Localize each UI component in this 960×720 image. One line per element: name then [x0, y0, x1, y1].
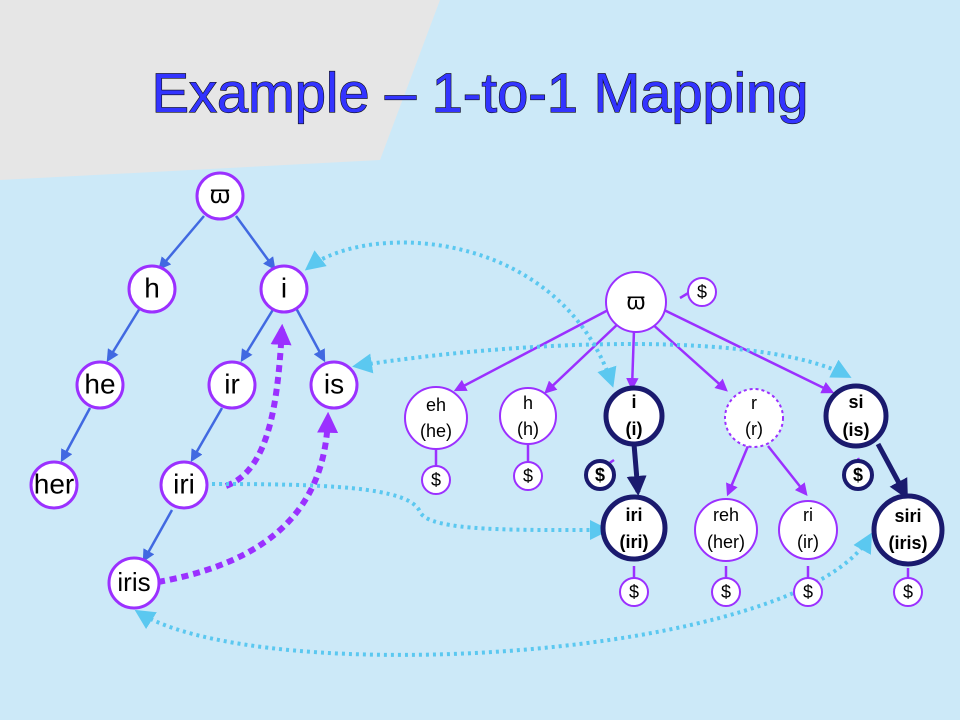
left-node-iris-label: iris	[117, 567, 150, 597]
right-terminal-reh: $	[711, 577, 741, 607]
right-terminal-si-label: $	[853, 465, 863, 485]
right-node-h: h (h)	[499, 387, 557, 445]
right-tree-nodes: ϖ $ eh (he) $ h (h) $ i (i	[404, 271, 945, 607]
right-node-h-label: h	[523, 393, 533, 413]
right-node-si-label: si	[848, 392, 863, 412]
right-node-i-sub: (i)	[626, 419, 643, 439]
left-node-h: h	[127, 264, 177, 314]
left-node-her-label: her	[34, 468, 74, 499]
right-node-si: si (is)	[823, 383, 889, 449]
right-terminal-si: $	[842, 459, 874, 491]
right-node-siri: siri (iris)	[871, 493, 945, 567]
left-node-he-label: he	[84, 368, 115, 399]
right-node-i-label: i	[631, 392, 636, 412]
title-background-panel	[0, 0, 440, 180]
right-terminal-root: $	[687, 277, 717, 307]
right-node-siri-label: siri	[894, 506, 921, 526]
right-node-root: ϖ	[605, 271, 667, 333]
left-tree-nodes: ϖ h i he ir is her iri	[29, 171, 359, 610]
right-node-r-sub: (r)	[745, 419, 763, 439]
right-terminal-i: $	[584, 459, 616, 491]
left-node-iri-label: iri	[173, 468, 195, 499]
right-node-iri: iri (iri)	[600, 494, 668, 562]
right-node-h-sub: (h)	[517, 419, 539, 439]
right-node-reh: reh (her)	[694, 498, 758, 562]
right-node-reh-label: reh	[713, 505, 739, 525]
right-terminal-i-label: $	[595, 465, 605, 485]
left-node-root: ϖ	[195, 171, 245, 221]
right-node-ri-label: ri	[803, 505, 813, 525]
right-node-si-sub: (is)	[843, 420, 870, 440]
left-node-iris: iris	[107, 556, 161, 610]
right-terminal-siri-label: $	[903, 582, 913, 602]
right-tree-highlight-edges	[626, 442, 909, 500]
left-node-is: is	[309, 360, 359, 410]
right-node-i: i (i)	[603, 385, 665, 447]
left-node-ir-label: ir	[224, 368, 240, 399]
right-terminal-h-label: $	[523, 466, 533, 486]
right-terminal-iri-label: $	[629, 582, 639, 602]
left-node-root-label: ϖ	[210, 179, 230, 209]
left-node-iri: iri	[159, 460, 209, 510]
left-node-he: he	[75, 360, 125, 410]
right-node-iri-label: iri	[625, 505, 642, 525]
right-terminal-reh-label: $	[721, 582, 731, 602]
right-terminal-iri: $	[619, 577, 649, 607]
right-node-iri-sub: (iri)	[620, 532, 649, 552]
right-terminal-eh-label: $	[431, 470, 441, 490]
right-node-siri-sub: (iris)	[888, 533, 927, 553]
left-node-is-label: is	[324, 368, 344, 399]
right-terminal-eh: $	[421, 465, 451, 495]
right-terminal-siri: $	[893, 577, 923, 607]
left-node-i: i	[259, 264, 309, 314]
left-node-i-label: i	[281, 272, 287, 303]
right-node-r-label: r	[751, 393, 757, 413]
right-node-eh-sub: (he)	[420, 421, 452, 441]
left-node-her: her	[29, 460, 79, 510]
right-terminal-ri-label: $	[803, 582, 813, 602]
right-terminal-root-label: $	[697, 282, 707, 302]
right-node-reh-sub: (her)	[707, 532, 745, 552]
right-node-r: r (r)	[724, 388, 784, 448]
left-node-ir: ir	[207, 360, 257, 410]
left-tree-suffix-links	[157, 323, 339, 585]
slide-title: Example – 1-to-1 Mapping	[152, 61, 809, 124]
right-node-root-label: ϖ	[627, 288, 646, 315]
right-node-ri-sub: (ir)	[797, 532, 819, 552]
right-terminal-ri: $	[793, 577, 823, 607]
right-node-ri: ri (ir)	[778, 500, 838, 560]
left-node-h-label: h	[144, 272, 160, 303]
right-node-eh: eh (he)	[404, 386, 468, 450]
right-node-eh-label: eh	[426, 395, 446, 415]
right-terminal-h: $	[513, 461, 543, 491]
mapping-arrows	[134, 240, 872, 657]
